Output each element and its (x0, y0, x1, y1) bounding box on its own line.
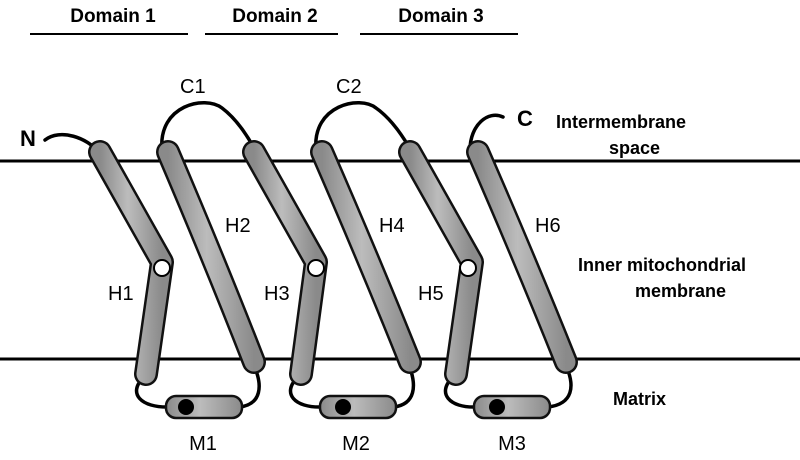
domain-3-label: Domain 3 (398, 6, 484, 27)
c2-label: C2 (336, 76, 362, 98)
m2-label: M2 (342, 433, 370, 455)
matrix-helix-m2 (318, 394, 398, 420)
domain-1-label: Domain 1 (70, 6, 156, 27)
c-terminus-label: C (517, 106, 533, 131)
labels: N C C1 C2 H1 H2 H3 H4 H5 H6 M1 M2 M3 Int… (20, 76, 746, 455)
m2-dot (335, 399, 351, 415)
matrix-helix-m1 (164, 394, 244, 420)
m1-dot (178, 399, 194, 415)
n-terminus-label: N (20, 126, 36, 151)
m3-label: M3 (498, 433, 526, 455)
m1-label: M1 (189, 433, 217, 455)
transmembrane-helices (88, 140, 578, 386)
kink-markers (153, 259, 477, 277)
membrane-label-line1: Inner mitochondrial (578, 255, 746, 275)
h2-label: H2 (225, 215, 251, 237)
matrix-helix-m3 (472, 394, 552, 420)
matrix-helices (164, 394, 552, 420)
helix-h4 (310, 140, 422, 374)
h1-kink-circle (153, 259, 171, 277)
m1-h2-linker (238, 366, 261, 409)
c2-loop (314, 100, 414, 154)
helix-h1 (88, 140, 174, 386)
h1-label: H1 (108, 283, 134, 305)
c1-loop (160, 100, 258, 154)
helix-h6 (466, 140, 578, 374)
h5-kink-circle (459, 259, 477, 277)
h5-label: H5 (418, 283, 444, 305)
m3-dot (489, 399, 505, 415)
domain-headers: Domain 1 Domain 2 Domain 3 (30, 6, 518, 35)
domain-2-label: Domain 2 (232, 6, 318, 27)
intermembrane-space-label-line1: Intermembrane (556, 112, 686, 132)
h6-label: H6 (535, 215, 561, 237)
helix-h2 (156, 140, 266, 374)
intermembrane-space-label-line2: space (609, 138, 660, 158)
h4-label: H4 (379, 215, 405, 237)
helix-h3 (242, 140, 328, 386)
membrane-label-line2: membrane (635, 281, 726, 301)
c1-label: C1 (180, 76, 206, 98)
h3-kink-circle (307, 259, 325, 277)
matrix-label: Matrix (613, 389, 666, 409)
h3-label: H3 (264, 283, 290, 305)
